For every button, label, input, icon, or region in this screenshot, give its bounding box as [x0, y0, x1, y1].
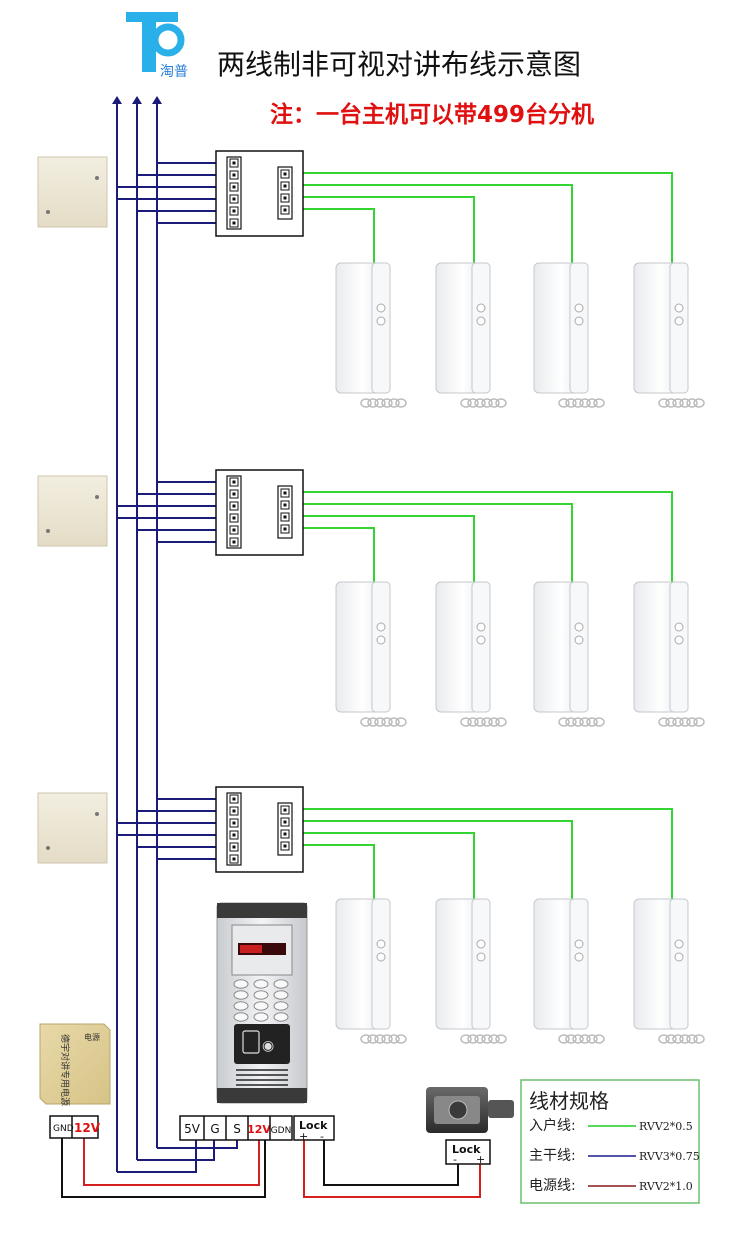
main-terminal-label: GDN [271, 1126, 292, 1136]
legend-item-label: 入户线: [529, 1117, 576, 1134]
svg-text:◉: ◉ [262, 1038, 274, 1054]
indoor-handset [533, 898, 605, 1044]
power-supply: 德宇对讲专用电源 电源 [39, 1023, 111, 1106]
electric-lock [426, 1087, 514, 1133]
legend-item-spec: RVV2*0.5 [639, 1120, 693, 1133]
legend-item: 入户线: RVV2*0.5 [529, 1117, 693, 1134]
indoor-handset [533, 581, 605, 727]
wire-spec-legend: 线材规格 入户线: RVV2*0.5 主干线: RVV3*0.75 电源线: RVV2*1… [520, 1079, 700, 1204]
handset-cord [360, 1034, 407, 1044]
main-terminal-label: 12V [247, 1123, 271, 1136]
handset-cord [558, 398, 605, 408]
main-terminal-label: 5V [184, 1122, 201, 1136]
legend-item: 主干线: RVV3*0.75 [529, 1148, 700, 1164]
legend-item-label: 电源线: [529, 1178, 576, 1194]
main-terminal-label: S [233, 1122, 241, 1136]
floor-decoder [215, 150, 304, 237]
floor-group [37, 786, 705, 1044]
handset-cord [460, 1034, 507, 1044]
wall-junction-box [37, 475, 108, 547]
lock-terminal-label: Lock [452, 1143, 481, 1156]
legend-item-spec: RVV2*1.0 [639, 1180, 693, 1193]
legend-title: 线材规格 [529, 1089, 609, 1113]
main-terminal-label: G [210, 1122, 219, 1136]
wall-junction-box [37, 156, 108, 228]
psu-terminal-block: GND 12V [49, 1115, 101, 1139]
handset-cord [558, 1034, 605, 1044]
indoor-handset [533, 262, 605, 408]
handset-cord [460, 717, 507, 727]
indoor-handset [633, 581, 705, 727]
lock-terminal-plus: + [476, 1153, 485, 1166]
handset-cord [360, 398, 407, 408]
logo-text: 淘普 [160, 64, 188, 80]
main-lock-plus: + [299, 1130, 308, 1143]
indoor-handset [633, 898, 705, 1044]
handset-cord [658, 717, 705, 727]
note-text: 注：一台主机可以带499台分机 [270, 101, 594, 128]
indoor-handset [335, 581, 407, 727]
main-lock-label: Lock [299, 1119, 328, 1132]
indoor-handset [335, 262, 407, 408]
psu-label-small: 电源 [84, 1032, 100, 1042]
page-title: 两线制非可视对讲布线示意图 [217, 48, 581, 81]
floor-decoder [215, 786, 304, 873]
lock-terminal-block: Lock - + [445, 1139, 491, 1166]
keypad [233, 979, 289, 1022]
indoor-handset [435, 898, 507, 1044]
indoor-wiring [289, 172, 673, 899]
psu-label: 德宇对讲专用电源 [59, 1034, 71, 1106]
floor-decoder [215, 469, 304, 556]
main-lock-terminal: Lock + - [293, 1115, 335, 1143]
wall-junction-box [37, 792, 108, 864]
legend-item-label: 主干线: [529, 1148, 576, 1164]
legend-item-spec: RVV3*0.75 [639, 1150, 700, 1163]
psu-terminal-12v: 12V [74, 1121, 101, 1135]
handset-cord [658, 398, 705, 408]
handset-cord [460, 398, 507, 408]
handset-cord [360, 717, 407, 727]
floor-group [37, 150, 705, 408]
brand-logo: 淘普 [126, 12, 188, 80]
indoor-handset [633, 262, 705, 408]
handset-cord [658, 1034, 705, 1044]
main-door-station: ◉ [216, 902, 308, 1104]
lock-terminal-minus: - [453, 1153, 457, 1166]
indoor-handset [435, 262, 507, 408]
power-wiring [61, 1137, 481, 1198]
handset-cord [558, 717, 605, 727]
indoor-handset [335, 898, 407, 1044]
legend-item: 电源线: RVV2*1.0 [529, 1178, 693, 1194]
psu-terminal-gnd: GND [53, 1124, 74, 1134]
floor-group [37, 469, 705, 727]
speaker-grille [236, 1069, 288, 1086]
main-lock-minus: - [320, 1130, 324, 1143]
indoor-handset [435, 581, 507, 727]
